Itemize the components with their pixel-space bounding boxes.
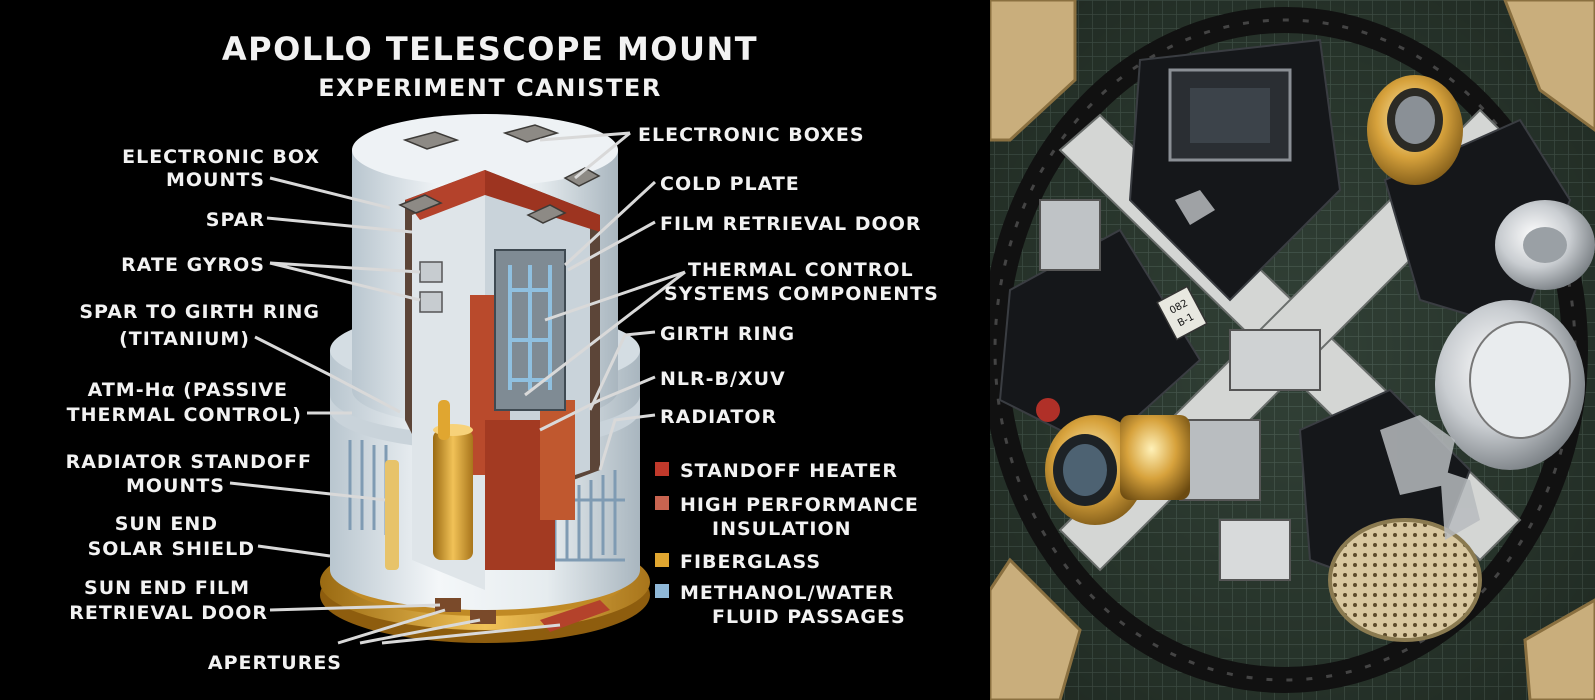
legend-high-performance-insulation-1: HIGH PERFORMANCE [680,494,919,516]
label-atm-h-alpha-1: ATM-Hα (PASSIVE [88,379,288,401]
label-spar-to-girth-ring-2: (TITANIUM) [119,328,250,350]
photograph: 082 B-1 [990,0,1595,700]
label-nlr-b-xuv: NLR-B/XUV [660,368,786,390]
legend-methanol-water-2: FLUID PASSAGES [712,606,906,628]
label-thermal-control-2: SYSTEMS COMPONENTS [664,283,939,305]
label-atm-h-alpha-2: THERMAL CONTROL) [67,404,302,426]
label-radiator-standoff-mounts-2: MOUNTS [126,475,225,497]
label-girth-ring: GIRTH RING [660,323,795,345]
label-thermal-control-1: THERMAL CONTROL [688,259,914,281]
label-radiator: RADIATOR [660,406,777,428]
label-radiator-standoff-mounts-1: RADIATOR STANDOFF [66,451,312,473]
legend-fiberglass: FIBERGLASS [680,551,821,573]
legend-high-performance-insulation-2: INSULATION [712,518,852,540]
label-spar-to-girth-ring-1: SPAR TO GIRTH RING [79,301,320,323]
label-electronic-box-mounts-1: ELECTRONIC BOX [122,146,320,168]
label-electronic-boxes: ELECTRONIC BOXES [638,124,865,146]
legend: STANDOFF HEATER HIGH PERFORMANCE INSULAT… [655,460,919,628]
label-rate-gyros: RATE GYROS [121,254,265,276]
label-sun-end-film-retrieval-door-2: RETRIEVAL DOOR [69,602,268,624]
legend-swatch-methanol-water [655,584,669,598]
label-apertures: APERTURES [208,652,342,674]
label-film-retrieval-door: FILM RETRIEVAL DOOR [660,213,921,235]
label-cold-plate: COLD PLATE [660,173,800,195]
legend-swatch-standoff-heater [655,462,669,476]
label-sun-end-solar-shield-1: SUN END [115,513,218,535]
diagram-title: APOLLO TELESCOPE MOUNT [222,30,758,68]
legend-swatch-high-performance-insulation [655,496,669,510]
leader-lines [229,131,686,645]
canister-illustration [320,114,650,643]
legend-swatch-fiberglass [655,553,669,567]
legend-methanol-water-1: METHANOL/WATER [680,582,894,604]
label-spar: SPAR [206,209,265,231]
diagram-subtitle: EXPERIMENT CANISTER [318,74,662,102]
legend-standoff-heater: STANDOFF HEATER [680,460,898,482]
label-sun-end-film-retrieval-door-1: SUN END FILM [84,577,250,599]
label-electronic-box-mounts-2: MOUNTS [166,169,265,191]
label-sun-end-solar-shield-2: SOLAR SHIELD [88,538,255,560]
